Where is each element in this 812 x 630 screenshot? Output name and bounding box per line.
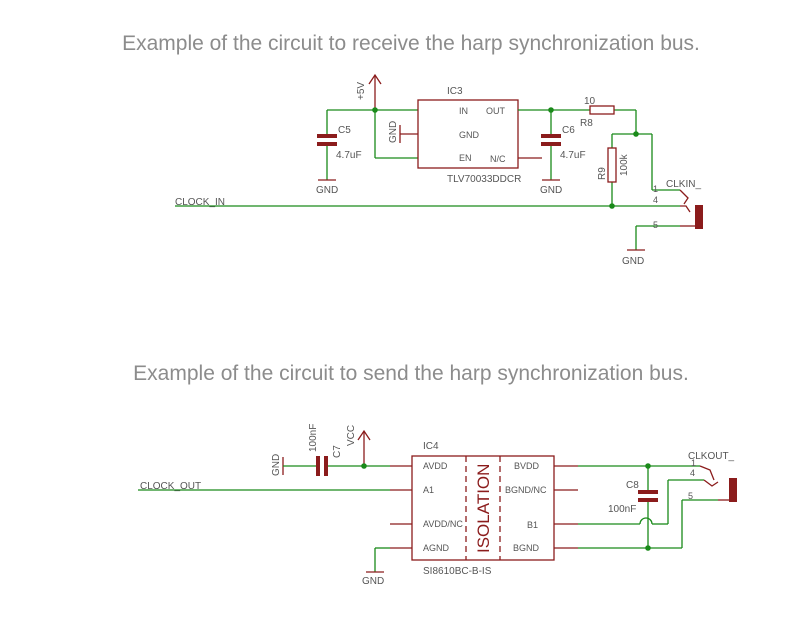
ic4-isolator: ISOLATION IC4 SI8610BC-B-IS AVDD A1 AVDD… (390, 441, 578, 577)
pin-bvdd: BVDD (514, 461, 540, 471)
supply-vcc-symbol: VCC (346, 425, 371, 466)
gnd-label: GND (271, 454, 282, 476)
ic3-regulator: IC3 TLV70033DDCR IN GND EN OUT N/C (400, 86, 542, 185)
gnd-symbol-c5: GND (316, 179, 338, 196)
receive-output-wires (518, 107, 680, 209)
capacitor-c6: C6 4.7uF (541, 125, 586, 161)
gnd-label: GND (622, 256, 644, 267)
send-input-wires: CLOCK_OUT GND (138, 463, 390, 587)
c7-value: 100nF (308, 424, 319, 452)
junction (548, 107, 554, 113)
c5-name: C5 (338, 125, 351, 136)
conn-pin-4: 4 (690, 468, 695, 478)
receive-circuit: +5V C5 4.7uF GND IC3 TLV70033DDCR IN (175, 73, 703, 267)
isolation-label: ISOLATION (474, 464, 493, 553)
clkout-label: CLKOUT_ (688, 451, 735, 462)
capacitor-c8: C8 100nF (608, 480, 658, 515)
gnd-label: GND (316, 185, 338, 196)
ic4-part-number: SI8610BC-B-IS (423, 566, 492, 577)
gnd-symbol-ic3: GND (388, 121, 401, 143)
resistor-r8: 10 R8 (580, 96, 615, 129)
capacitor-c5: C5 4.7uF (317, 125, 362, 161)
gnd-label: GND (362, 576, 384, 587)
c8-value: 100nF (608, 504, 636, 515)
pin-a1: A1 (423, 485, 434, 495)
junction (372, 107, 378, 113)
r8-name: R8 (580, 118, 593, 129)
pin-nc: N/C (490, 154, 506, 164)
gnd-symbol-c7: GND (271, 454, 284, 476)
gnd-label: GND (540, 185, 562, 196)
ic3-part-number: TLV70033DDCR (447, 174, 521, 185)
junction (361, 463, 367, 469)
junction (645, 545, 651, 551)
r9-name: R9 (597, 167, 608, 180)
junction (645, 463, 651, 469)
conn-pin-4: 4 (653, 195, 658, 205)
send-circuit: GND 100nF C7 VCC CLOCK_OUT GND (138, 424, 737, 587)
pin-agnd: AGND (423, 543, 450, 553)
c6-value: 4.7uF (560, 150, 586, 161)
pin-out: OUT (486, 106, 506, 116)
conn-pin-1: 1 (691, 458, 696, 468)
ic4-name: IC4 (423, 441, 439, 452)
pin-avdd-nc: AVDD/NC (423, 519, 463, 529)
supply-5v-symbol: +5V (356, 73, 382, 110)
pin-bgnd: BGND (513, 543, 540, 553)
conn-pin-5: 5 (653, 220, 658, 230)
send-circuit-title: Example of the circuit to send the harp … (133, 362, 689, 385)
connector-clkout: CLKOUT_ 1 4 5 (688, 451, 737, 502)
clock-out-label: CLOCK_OUT (140, 481, 201, 492)
pin-in: IN (459, 106, 468, 116)
connector-clkin: CLKIN_ 1 4 5 GND (622, 179, 703, 267)
conn-pin-5: 5 (688, 491, 693, 501)
c8-name: C8 (626, 480, 639, 491)
ic3-name: IC3 (447, 86, 463, 97)
c7-name: C7 (332, 445, 343, 458)
supply-vcc-label: VCC (346, 425, 357, 446)
r9-value: 100k (619, 153, 630, 176)
pin-bgnd-nc: BGND/NC (505, 485, 547, 495)
clock-in-label: CLOCK_IN (175, 197, 225, 208)
gnd-symbol-c6: GND (540, 179, 562, 196)
conn-pin-1: 1 (653, 184, 658, 194)
resistor-r9: R9 100k (597, 147, 630, 183)
receive-input-wires (326, 107, 418, 180)
pin-en: EN (459, 153, 472, 163)
gnd-label: GND (388, 121, 399, 143)
capacitor-c7: 100nF C7 (283, 424, 343, 476)
c6-name: C6 (562, 125, 575, 136)
pin-gnd: GND (459, 130, 480, 140)
send-output-wires (578, 463, 718, 551)
clkin-label: CLKIN_ (666, 179, 701, 190)
c5-value: 4.7uF (336, 150, 362, 161)
supply-5v-label: +5V (356, 82, 367, 100)
clock-in-net: CLOCK_IN (175, 197, 680, 208)
r8-value: 10 (584, 96, 596, 107)
junction (633, 131, 639, 137)
pin-b1: B1 (527, 520, 538, 530)
pin-avdd: AVDD (423, 461, 448, 471)
receive-circuit-title: Example of the circuit to receive the ha… (122, 32, 700, 55)
